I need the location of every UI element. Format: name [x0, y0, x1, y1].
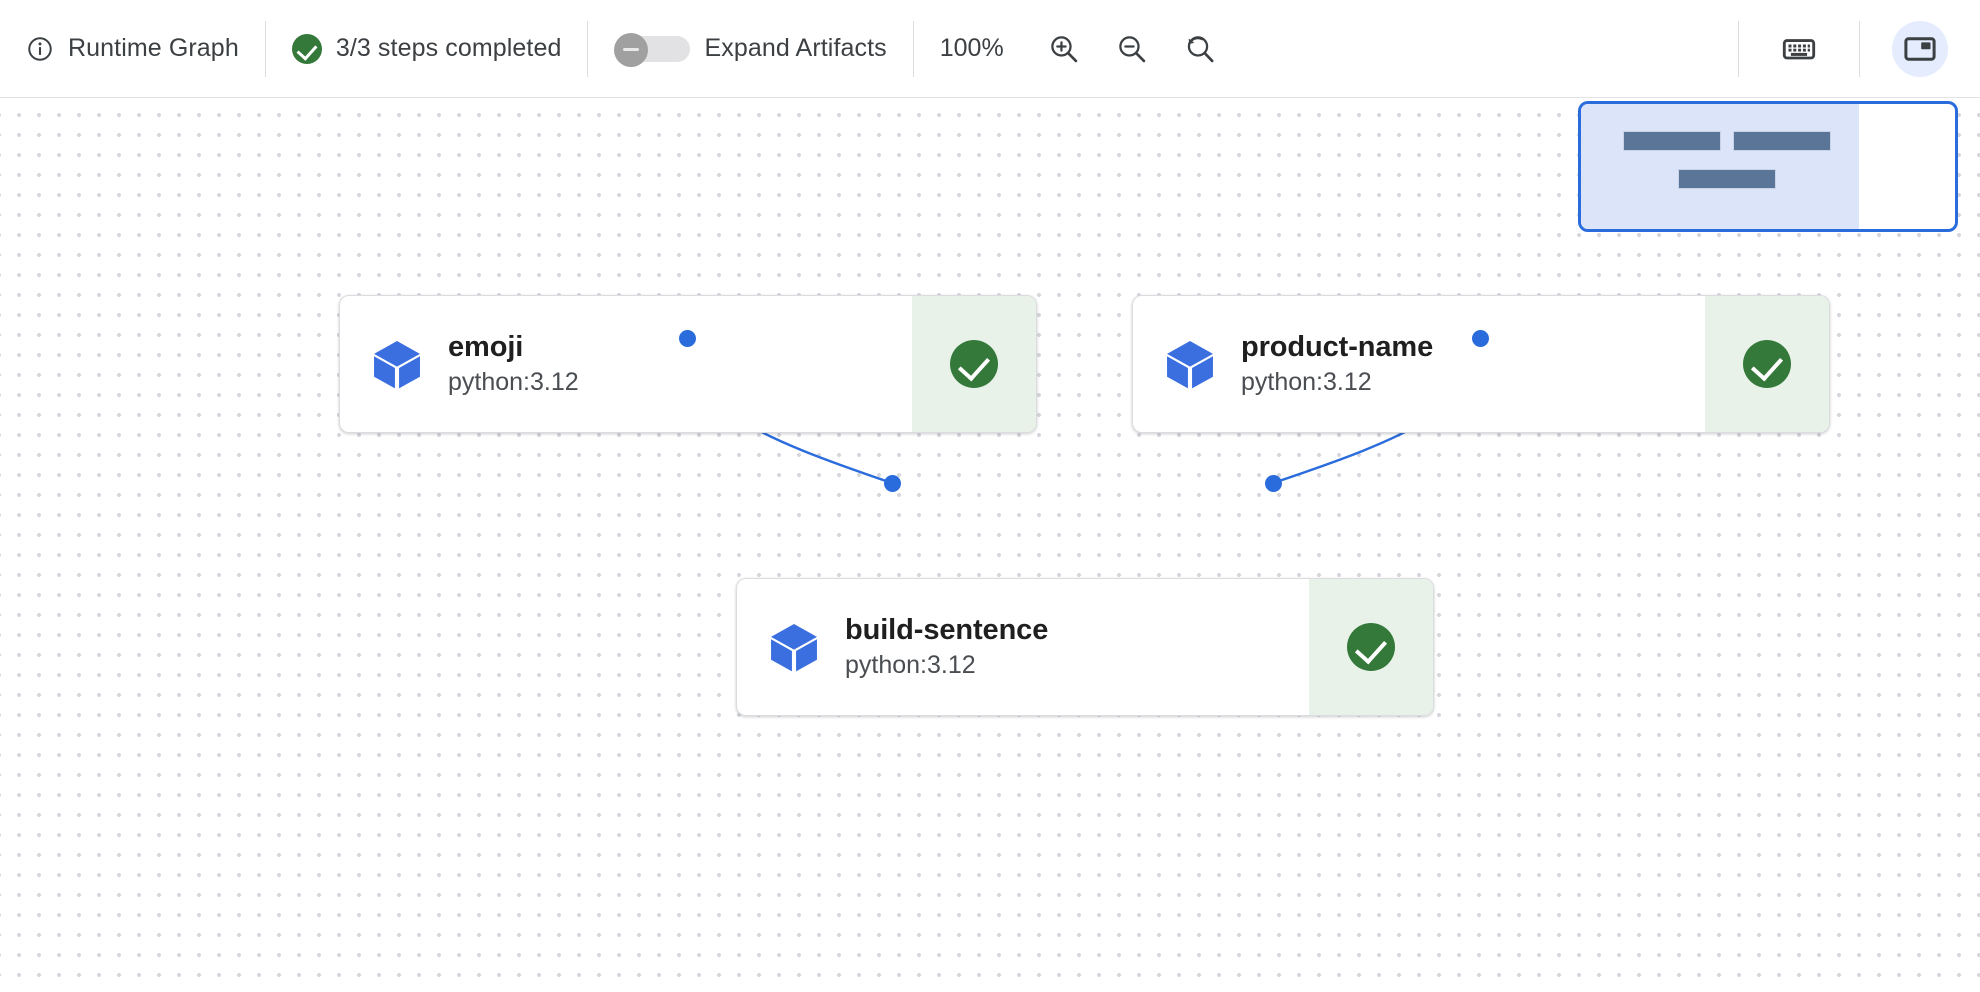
node-emoji[interactable]: emoji python:3.12: [339, 295, 1037, 433]
node-subtitle: python:3.12: [845, 650, 976, 679]
keyboard-shortcuts-control[interactable]: [1739, 0, 1859, 97]
port-build-sentence-target-right[interactable]: [1265, 475, 1282, 492]
toolbar-divider: [1738, 20, 1739, 77]
node-body: product-name python:3.12: [1133, 296, 1705, 432]
zoom-controls: 100%: [914, 0, 1234, 97]
node-product-name[interactable]: product-name python:3.12: [1132, 295, 1830, 433]
node-title: product-name: [1241, 330, 1434, 363]
toggle-knob: [614, 32, 649, 67]
port-build-sentence-target-left[interactable]: [884, 475, 901, 492]
zoom-in-icon: [1047, 32, 1081, 66]
check-circle-icon: [1347, 623, 1395, 671]
node-subtitle: python:3.12: [1241, 367, 1372, 396]
minimap-viewport[interactable]: [1581, 104, 1859, 229]
minimap[interactable]: [1578, 101, 1958, 232]
toolbar: Runtime Graph 3/3 steps completed Expand…: [0, 0, 1980, 98]
check-circle-icon: [950, 340, 998, 388]
node-title: build-sentence: [845, 613, 1049, 646]
cube-icon: [1161, 335, 1219, 393]
minimap-node-emoji: [1623, 131, 1721, 151]
port-product-name-source[interactable]: [1472, 330, 1489, 347]
zoom-level-label: 100%: [939, 34, 1004, 62]
zoom-reset-icon: [1183, 32, 1217, 66]
minimap-node-build-sentence: [1678, 169, 1776, 189]
expand-artifacts-label: Expand Artifacts: [704, 34, 887, 62]
zoom-in-button[interactable]: [1036, 21, 1092, 77]
toolbar-divider: [587, 20, 589, 77]
expand-artifacts-control[interactable]: Expand Artifacts: [588, 0, 912, 97]
node-build-sentence[interactable]: build-sentence python:3.12: [736, 578, 1434, 716]
edge-layer: [685, 337, 1482, 485]
graph-canvas[interactable]: emoji python:3.12 product-name python:3.…: [0, 98, 1980, 992]
minimap-toggle-control[interactable]: [1860, 0, 1980, 97]
zoom-out-icon: [1115, 32, 1149, 66]
port-emoji-source[interactable]: [679, 330, 696, 347]
runtime-graph-title: Runtime Graph: [0, 0, 265, 97]
minimap-toggle-icon: [1902, 31, 1938, 67]
steps-completed-status: 3/3 steps completed: [266, 0, 588, 97]
toolbar-divider: [912, 20, 914, 77]
node-subtitle: python:3.12: [448, 367, 579, 396]
cube-icon: [765, 618, 823, 676]
node-text: build-sentence python:3.12: [845, 613, 1049, 680]
node-body: build-sentence python:3.12: [737, 579, 1309, 715]
node-status-panel: [912, 296, 1036, 432]
cube-icon: [368, 335, 426, 393]
toolbar-divider: [1859, 20, 1860, 77]
keyboard-icon: [1781, 31, 1817, 67]
node-status-panel: [1705, 296, 1829, 432]
minimap-node-product-name: [1733, 131, 1831, 151]
keyboard-shortcuts-button[interactable]: [1771, 21, 1827, 77]
toolbar-divider: [264, 20, 266, 77]
node-text: emoji python:3.12: [448, 330, 579, 397]
info-circle-icon: [26, 35, 54, 63]
node-text: product-name python:3.12: [1241, 330, 1434, 397]
steps-status-label: 3/3 steps completed: [335, 34, 562, 62]
minimap-toggle-button[interactable]: [1892, 20, 1948, 77]
node-title: emoji: [448, 330, 524, 363]
expand-artifacts-toggle[interactable]: [614, 32, 691, 67]
check-circle-icon: [291, 33, 322, 64]
zoom-reset-button[interactable]: [1172, 21, 1228, 77]
node-body: emoji python:3.12: [340, 296, 912, 432]
check-circle-icon: [1743, 340, 1791, 388]
page-title: Runtime Graph: [68, 34, 239, 62]
zoom-out-button[interactable]: [1104, 21, 1160, 77]
node-status-panel: [1309, 579, 1433, 715]
